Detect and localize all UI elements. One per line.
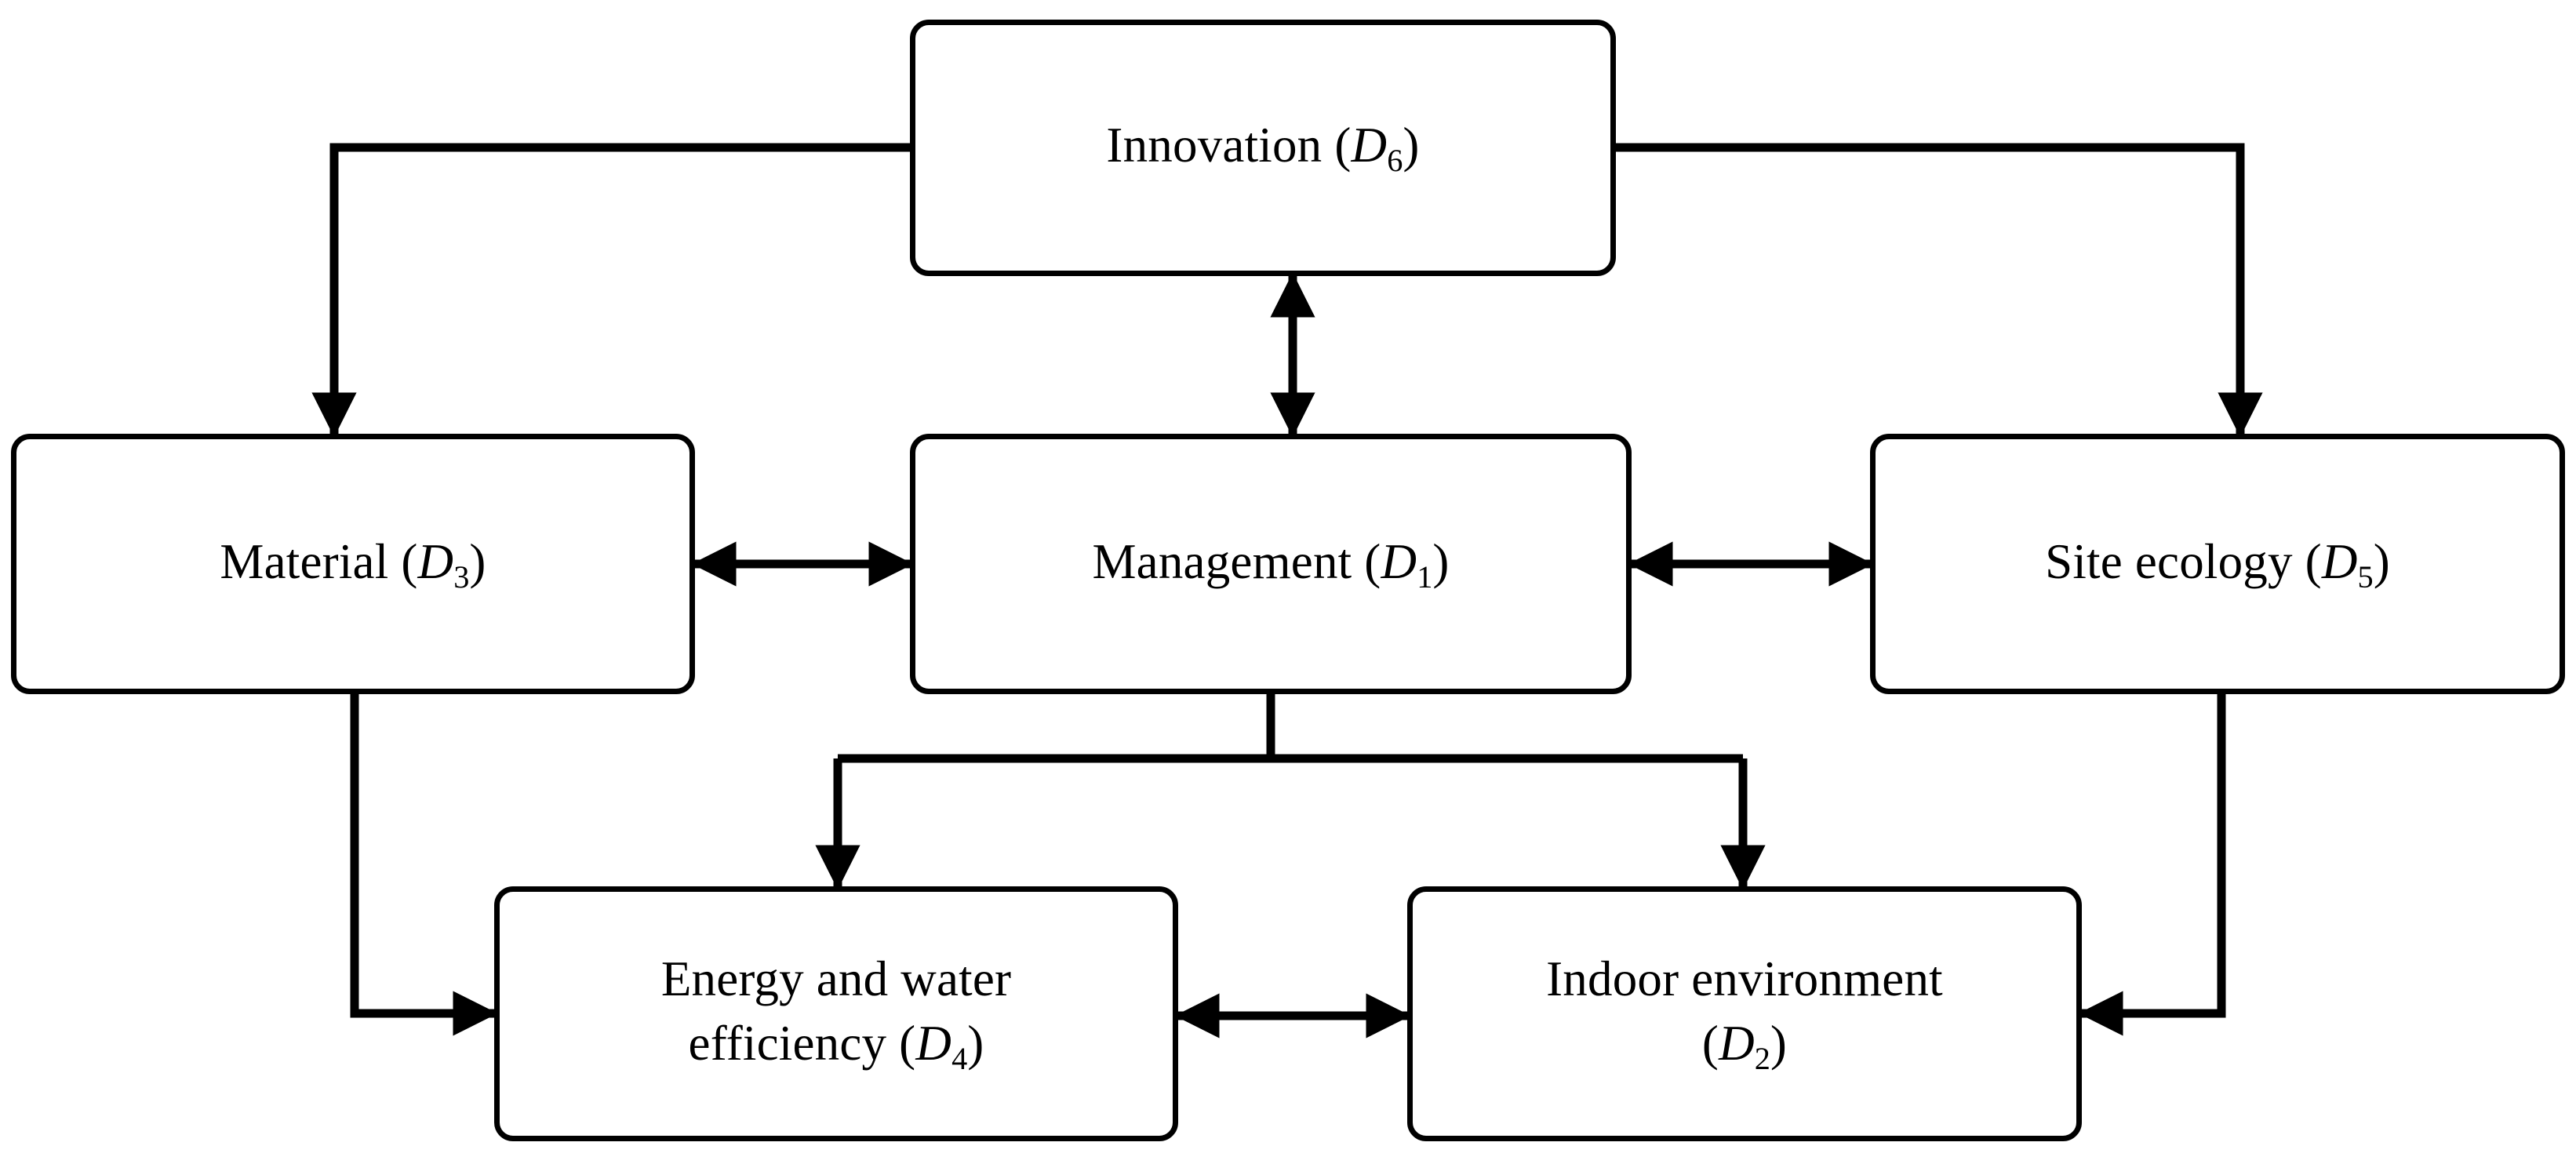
node-energy-and-water-efficiency[interactable]: Energy and water efficiency (D4) bbox=[494, 886, 1178, 1141]
node-material-label: Material (D3) bbox=[220, 533, 486, 595]
node-management[interactable]: Management (D1) bbox=[910, 434, 1632, 694]
node-energy-and-water-efficiency-label: Energy and water efficiency (D4) bbox=[660, 951, 1012, 1077]
node-site-ecology-label: Site ecology (D5) bbox=[2045, 533, 2390, 595]
node-management-label: Management (D1) bbox=[1092, 533, 1450, 595]
edge-site-ecology-to-indoor-environment bbox=[2078, 694, 2226, 1036]
node-site-ecology[interactable]: Site ecology (D5) bbox=[1870, 434, 2565, 694]
node-indoor-environment[interactable]: Indoor environment (D2) bbox=[1407, 886, 2082, 1141]
edge-innovation-to-site-ecology bbox=[1616, 143, 2263, 438]
node-innovation-label: Innovation (D6) bbox=[1106, 118, 1420, 179]
node-innovation[interactable]: Innovation (D6) bbox=[910, 20, 1616, 276]
node-indoor-environment-label: Indoor environment (D2) bbox=[1546, 951, 1943, 1077]
edge-innovation-to-material bbox=[311, 143, 910, 438]
node-material[interactable]: Material (D3) bbox=[11, 434, 695, 694]
edge-material-to-energy-and-water-efficiency bbox=[350, 694, 498, 1036]
